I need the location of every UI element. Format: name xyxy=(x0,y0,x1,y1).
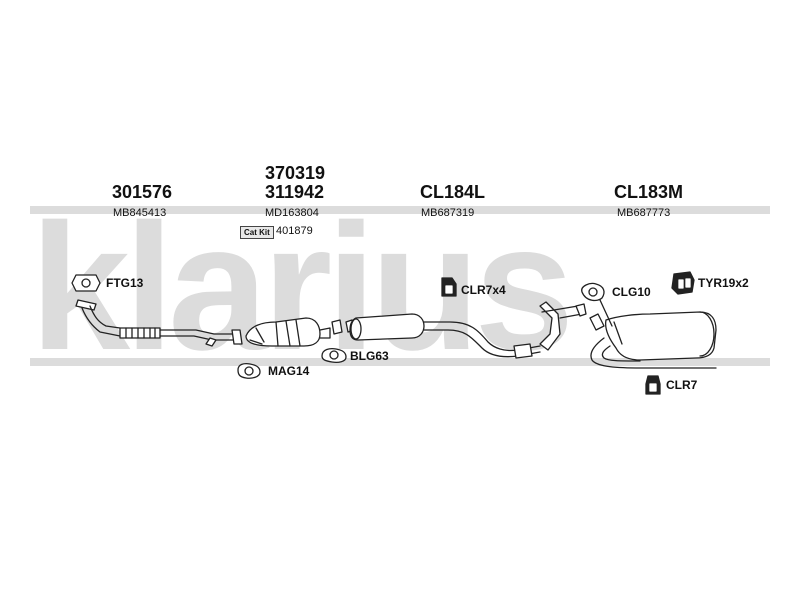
part-number-rear-silencer: CL183M xyxy=(614,182,684,202)
ftg-gasket-icon xyxy=(71,274,101,292)
label-mag: MAG14 xyxy=(268,364,310,378)
front-pipe-drawing xyxy=(75,299,243,347)
oem-rear-silencer: MB687773 xyxy=(617,207,671,219)
clg-gasket-icon xyxy=(581,282,605,302)
oem-front-pipe: MB845413 xyxy=(113,207,167,219)
label-tyr: TYR19x2 xyxy=(698,276,749,290)
watermark-top-line xyxy=(30,206,770,214)
cat-kit-badge: Cat Kit xyxy=(240,226,274,239)
watermark-bottom-line xyxy=(30,358,770,366)
watermark-logo: klarius xyxy=(30,187,574,388)
rear-silencer-drawing xyxy=(589,299,717,369)
catalyst-drawing xyxy=(245,317,331,347)
label-blg: BLG63 xyxy=(350,349,389,363)
part-number-center-silencer: CL184L xyxy=(420,182,486,202)
clr7x4-rubber-icon xyxy=(441,277,457,297)
clr7-rubber-icon xyxy=(645,375,661,395)
part-number-catalyst: 311942 xyxy=(265,182,325,202)
center-silencer-drawing xyxy=(331,301,587,359)
part-number-catalyst-alt: 370319 xyxy=(265,163,326,183)
mag-gasket-icon xyxy=(237,363,261,379)
oem-center-silencer: MB687319 xyxy=(421,207,475,219)
oem-catalyst: MD163804 xyxy=(265,207,319,219)
blg-gasket-icon xyxy=(321,348,347,363)
cat-kit-number: 401879 xyxy=(276,225,313,237)
label-ftg: FTG13 xyxy=(106,276,144,290)
part-number-front-pipe: 301576 xyxy=(112,182,173,202)
label-clr7: CLR7 xyxy=(666,378,698,392)
tyr-rubber-icon xyxy=(671,271,695,295)
label-clr7x4: CLR7x4 xyxy=(461,283,506,297)
label-clg: CLG10 xyxy=(612,285,651,299)
